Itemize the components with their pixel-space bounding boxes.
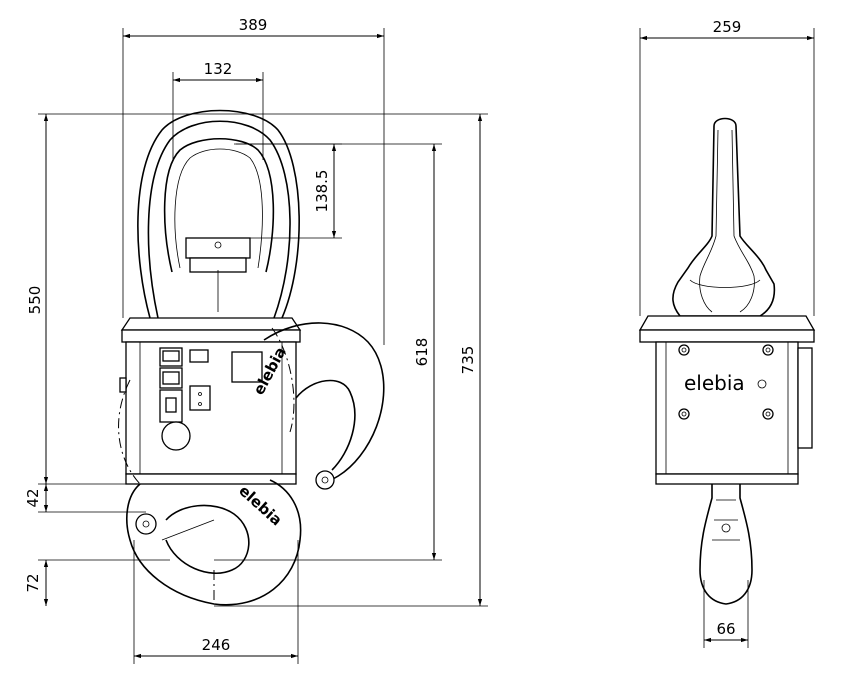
- dim-618-label: 618: [413, 338, 431, 367]
- load-cell-body: [119, 341, 297, 485]
- dim-138-5-label: 138.5: [313, 170, 331, 213]
- dim-735: 735: [214, 113, 488, 607]
- dim-132: 132: [172, 60, 264, 160]
- dim-259-label: 259: [713, 18, 742, 36]
- dim-259: 259: [639, 18, 815, 316]
- dim-550-label: 550: [26, 286, 44, 315]
- dim-246: 246: [133, 540, 299, 664]
- dim-42-label: 42: [24, 488, 42, 507]
- dim-66-label: 66: [716, 620, 735, 638]
- dim-735-label: 735: [459, 346, 477, 375]
- hook-front: [118, 322, 385, 606]
- dim-138-5: 138.5: [236, 143, 342, 239]
- front-view: elebia elebia 389 132 138.5 5: [24, 16, 488, 664]
- dim-72-label: 72: [24, 573, 42, 592]
- dim-66: 66: [703, 580, 749, 648]
- dim-132-label: 132: [204, 60, 233, 78]
- brand-side-label: elebia: [684, 371, 745, 395]
- top-plate: [120, 317, 302, 343]
- dim-618: 618: [214, 143, 442, 561]
- dim-389-label: 389: [239, 16, 268, 34]
- dim-550: 550: [26, 113, 220, 485]
- swivel-eye: [137, 109, 300, 319]
- dim-389: 389: [122, 16, 385, 345]
- dim-42: 42: [24, 484, 146, 513]
- side-view: elebia 259 66: [638, 18, 816, 648]
- dim-72: 72: [24, 559, 170, 606]
- dim-246-label: 246: [202, 636, 231, 654]
